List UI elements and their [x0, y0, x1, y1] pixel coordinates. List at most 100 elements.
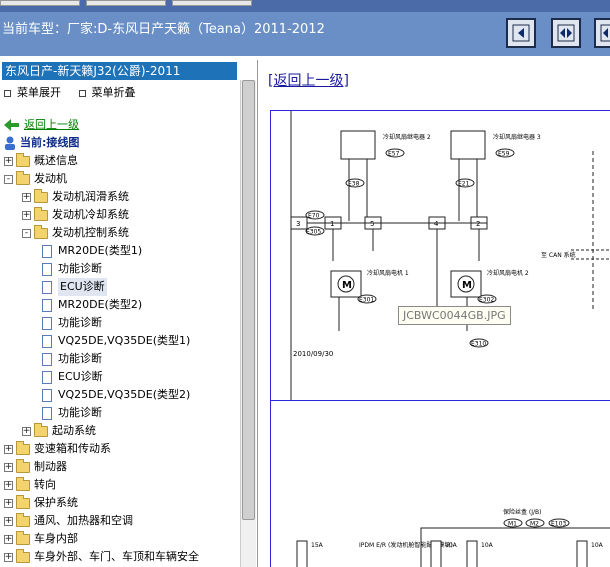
connector-label: E302: [479, 297, 494, 304]
back-link[interactable]: 返回上一级: [24, 118, 79, 131]
tree-item-label[interactable]: ECU诊断: [58, 278, 107, 296]
tree-doc-item[interactable]: 功能诊断: [42, 314, 102, 332]
tree-item-label[interactable]: 发动机: [34, 172, 67, 185]
can-label: 至 CAN 系统: [541, 251, 576, 259]
folder-icon: [34, 224, 48, 239]
tree-item-label[interactable]: 转向: [34, 478, 56, 491]
folder-icon: [34, 188, 48, 203]
wiring-diagram-2[interactable]: 保险丝盒 (J/B) M1 M2 E103 IPDM E/R (发动机舱智能配电…: [270, 400, 610, 567]
scrollbar-thumb[interactable]: [242, 80, 255, 520]
motor1-label: 冷却风扇电机 1: [367, 269, 409, 277]
tree-item-label[interactable]: MR20DE(类型1): [58, 244, 143, 257]
expand-icon[interactable]: +: [4, 515, 13, 526]
header-tab[interactable]: [0, 0, 80, 6]
tree-item-label[interactable]: ECU诊断: [58, 370, 103, 383]
tree-item-label[interactable]: 车身内部: [34, 532, 78, 545]
connector-label: E21: [458, 181, 470, 188]
tree-doc-item[interactable]: VQ25DE,VQ35DE(类型2): [42, 386, 190, 404]
last-page-button[interactable]: [594, 18, 610, 48]
expand-icon[interactable]: +: [4, 497, 13, 508]
connector-label: E301: [359, 297, 374, 304]
tree-item-label[interactable]: 起动系统: [52, 424, 96, 437]
tree-item-label[interactable]: MR20DE(类型2): [58, 298, 143, 311]
tree-item-label[interactable]: VQ25DE,VQ35DE(类型2): [58, 388, 191, 401]
tree-item-label[interactable]: 保护系统: [34, 496, 78, 509]
expand-icon[interactable]: +: [22, 209, 31, 220]
tree-doc-item[interactable]: VQ25DE,VQ35DE(类型1): [42, 332, 190, 350]
expand-icon[interactable]: +: [22, 425, 31, 436]
relay3-label: 冷却风扇继电器 3: [493, 133, 541, 141]
tree-item-label[interactable]: 功能诊断: [58, 262, 102, 275]
folder-icon: [34, 422, 48, 437]
first-page-button[interactable]: [506, 18, 536, 48]
tree-item-label[interactable]: 变速箱和传动系: [34, 442, 111, 455]
tree-folder-item[interactable]: - 发动机: [4, 170, 67, 188]
tree-doc-item[interactable]: 功能诊断: [42, 350, 102, 368]
content-panel: [返回上一级] 冷却风扇继电器 2 冷却风扇继电器 3 E57 E59 E38 …: [262, 60, 610, 567]
expand-all-button[interactable]: 菜单展开: [4, 86, 61, 99]
collapse-icon[interactable]: -: [22, 228, 31, 238]
expand-icon[interactable]: +: [4, 155, 13, 166]
header-tab[interactable]: [86, 0, 166, 6]
expand-icon[interactable]: +: [4, 533, 13, 544]
tree-item-label[interactable]: 功能诊断: [58, 316, 102, 329]
tree-folder-item[interactable]: + 制动器: [4, 458, 67, 476]
tree-folder-item[interactable]: + 变速箱和传动系: [4, 440, 111, 458]
expand-icon[interactable]: +: [4, 551, 13, 562]
document-icon: [42, 262, 52, 276]
tree-doc-item[interactable]: ECU诊断: [42, 278, 107, 296]
back-link-row[interactable]: 返回上一级: [4, 116, 79, 134]
person-icon: [5, 136, 15, 150]
header-tab[interactable]: [172, 0, 252, 6]
menu-tree: 返回上一级 当前:接线图 +概述信息-发动机+发动机润滑系统+发动机冷却系统-发…: [0, 110, 240, 567]
relay2-label: 冷却风扇继电器 2: [383, 133, 431, 141]
tree-item-label[interactable]: 功能诊断: [58, 352, 102, 365]
tree-doc-item[interactable]: ECU诊断: [42, 368, 103, 386]
back-to-parent-link[interactable]: [返回上一级]: [268, 73, 349, 89]
tree-folder-item[interactable]: + 概述信息: [4, 152, 78, 170]
collapse-all-button[interactable]: 菜单折叠: [78, 86, 136, 99]
pin-label: 5: [370, 220, 374, 228]
folder-icon: [34, 206, 48, 221]
menu-ops: 菜单展开 菜单折叠: [4, 84, 150, 100]
tree-doc-item[interactable]: 功能诊断: [42, 260, 102, 278]
tree-item-label[interactable]: 制动器: [34, 460, 67, 473]
relay-2: [340, 130, 376, 160]
tree-folder-item[interactable]: + 发动机润滑系统: [22, 188, 129, 206]
tree-item-label[interactable]: 发动机润滑系统: [52, 190, 129, 203]
tree-item-label[interactable]: VQ25DE,VQ35DE(类型1): [58, 334, 191, 347]
tree-folder-item[interactable]: + 保护系统: [4, 494, 78, 512]
expand-icon[interactable]: +: [4, 479, 13, 490]
tree-doc-item[interactable]: MR20DE(类型2): [42, 296, 142, 314]
document-icon: [42, 388, 52, 402]
tree-folder-item[interactable]: + 转向: [4, 476, 56, 494]
tree-folder-item[interactable]: + 车身内部: [4, 530, 78, 548]
tree-doc-item[interactable]: MR20DE(类型1): [42, 242, 142, 260]
prev-next-icon: [557, 24, 575, 42]
sidebar-scrollbar[interactable]: [240, 80, 256, 567]
pin-label: 1: [330, 220, 334, 228]
tree-item-label[interactable]: 车身外部、车门、车顶和车辆安全: [34, 550, 199, 563]
square-icon: [4, 89, 11, 97]
relay-3: [450, 130, 486, 160]
tree-item-label[interactable]: 发动机冷却系统: [52, 208, 129, 221]
wiring-diagram-1[interactable]: 冷却风扇继电器 2 冷却风扇继电器 3 E57 E59 E38 E21 E70: [270, 110, 610, 415]
expand-icon[interactable]: +: [4, 461, 13, 472]
tree-item-label[interactable]: 功能诊断: [58, 406, 102, 419]
connector-label: E70: [308, 213, 320, 220]
wiring-diagram-svg: 冷却风扇继电器 2 冷却风扇继电器 3 E57 E59 E38 E21 E70: [290, 111, 610, 401]
tree-folder-item[interactable]: - 发动机控制系统: [22, 224, 129, 242]
expand-icon[interactable]: +: [22, 191, 31, 202]
tree-folder-item[interactable]: + 车身外部、车门、车顶和车辆安全: [4, 548, 199, 566]
tree-doc-item[interactable]: 功能诊断: [42, 404, 102, 422]
tree-folder-item[interactable]: + 发动机冷却系统: [22, 206, 129, 224]
tree-folder-item[interactable]: + 通风、加热器和空调: [4, 512, 133, 530]
pin-label: 3: [296, 220, 300, 228]
tree-item-label[interactable]: 概述信息: [34, 154, 78, 167]
tree-folder-item[interactable]: + 起动系统: [22, 422, 96, 440]
expand-icon[interactable]: +: [4, 443, 13, 454]
collapse-icon[interactable]: -: [4, 174, 13, 184]
tree-item-label[interactable]: 通风、加热器和空调: [34, 514, 133, 527]
prev-next-button[interactable]: [551, 18, 581, 48]
tree-item-label[interactable]: 发动机控制系统: [52, 226, 129, 239]
